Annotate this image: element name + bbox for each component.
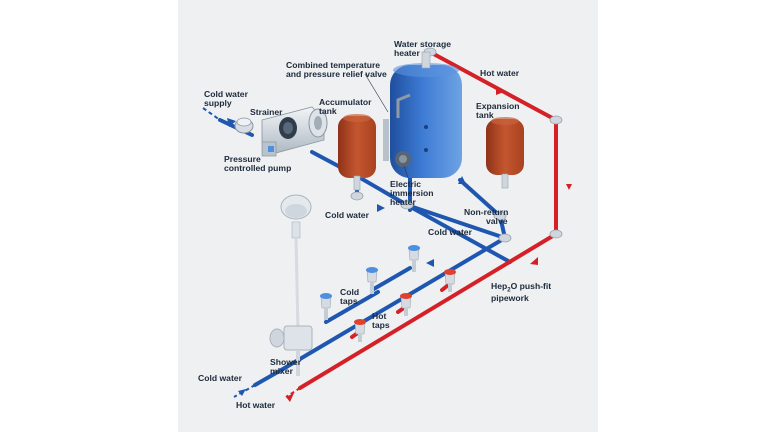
label-strainer: Strainer bbox=[250, 107, 283, 117]
cold-tap-icons bbox=[320, 245, 420, 320]
label-cold-water-right: Cold water bbox=[428, 227, 472, 237]
hot-arrows bbox=[286, 87, 572, 402]
cold-arrows bbox=[227, 118, 466, 396]
strainer bbox=[234, 117, 254, 134]
pressure-pump bbox=[261, 106, 328, 157]
hot-pipe bbox=[298, 50, 558, 390]
diagram-background bbox=[178, 0, 598, 432]
shower-head-icon bbox=[280, 194, 312, 333]
hot-tap-icons bbox=[354, 269, 456, 342]
label-cold-water-mid: Cold water bbox=[325, 210, 369, 220]
cold-supply-dashes bbox=[202, 107, 221, 121]
label-hot-water-out: Hot water bbox=[236, 400, 276, 410]
hot-out-dashes bbox=[285, 387, 301, 398]
expansion-tank bbox=[486, 117, 524, 189]
label-pushfit-pipework: Hep2O push-fit pipework bbox=[491, 281, 552, 304]
shower-mixer bbox=[269, 325, 313, 376]
label-hot-water-top: Hot water bbox=[480, 68, 520, 78]
label-cold-water-out: Cold water bbox=[198, 373, 242, 383]
leader-lines bbox=[364, 73, 409, 179]
water-storage-heater bbox=[383, 51, 462, 178]
accumulator-tank bbox=[338, 114, 376, 191]
pipe-fittings bbox=[350, 47, 563, 243]
